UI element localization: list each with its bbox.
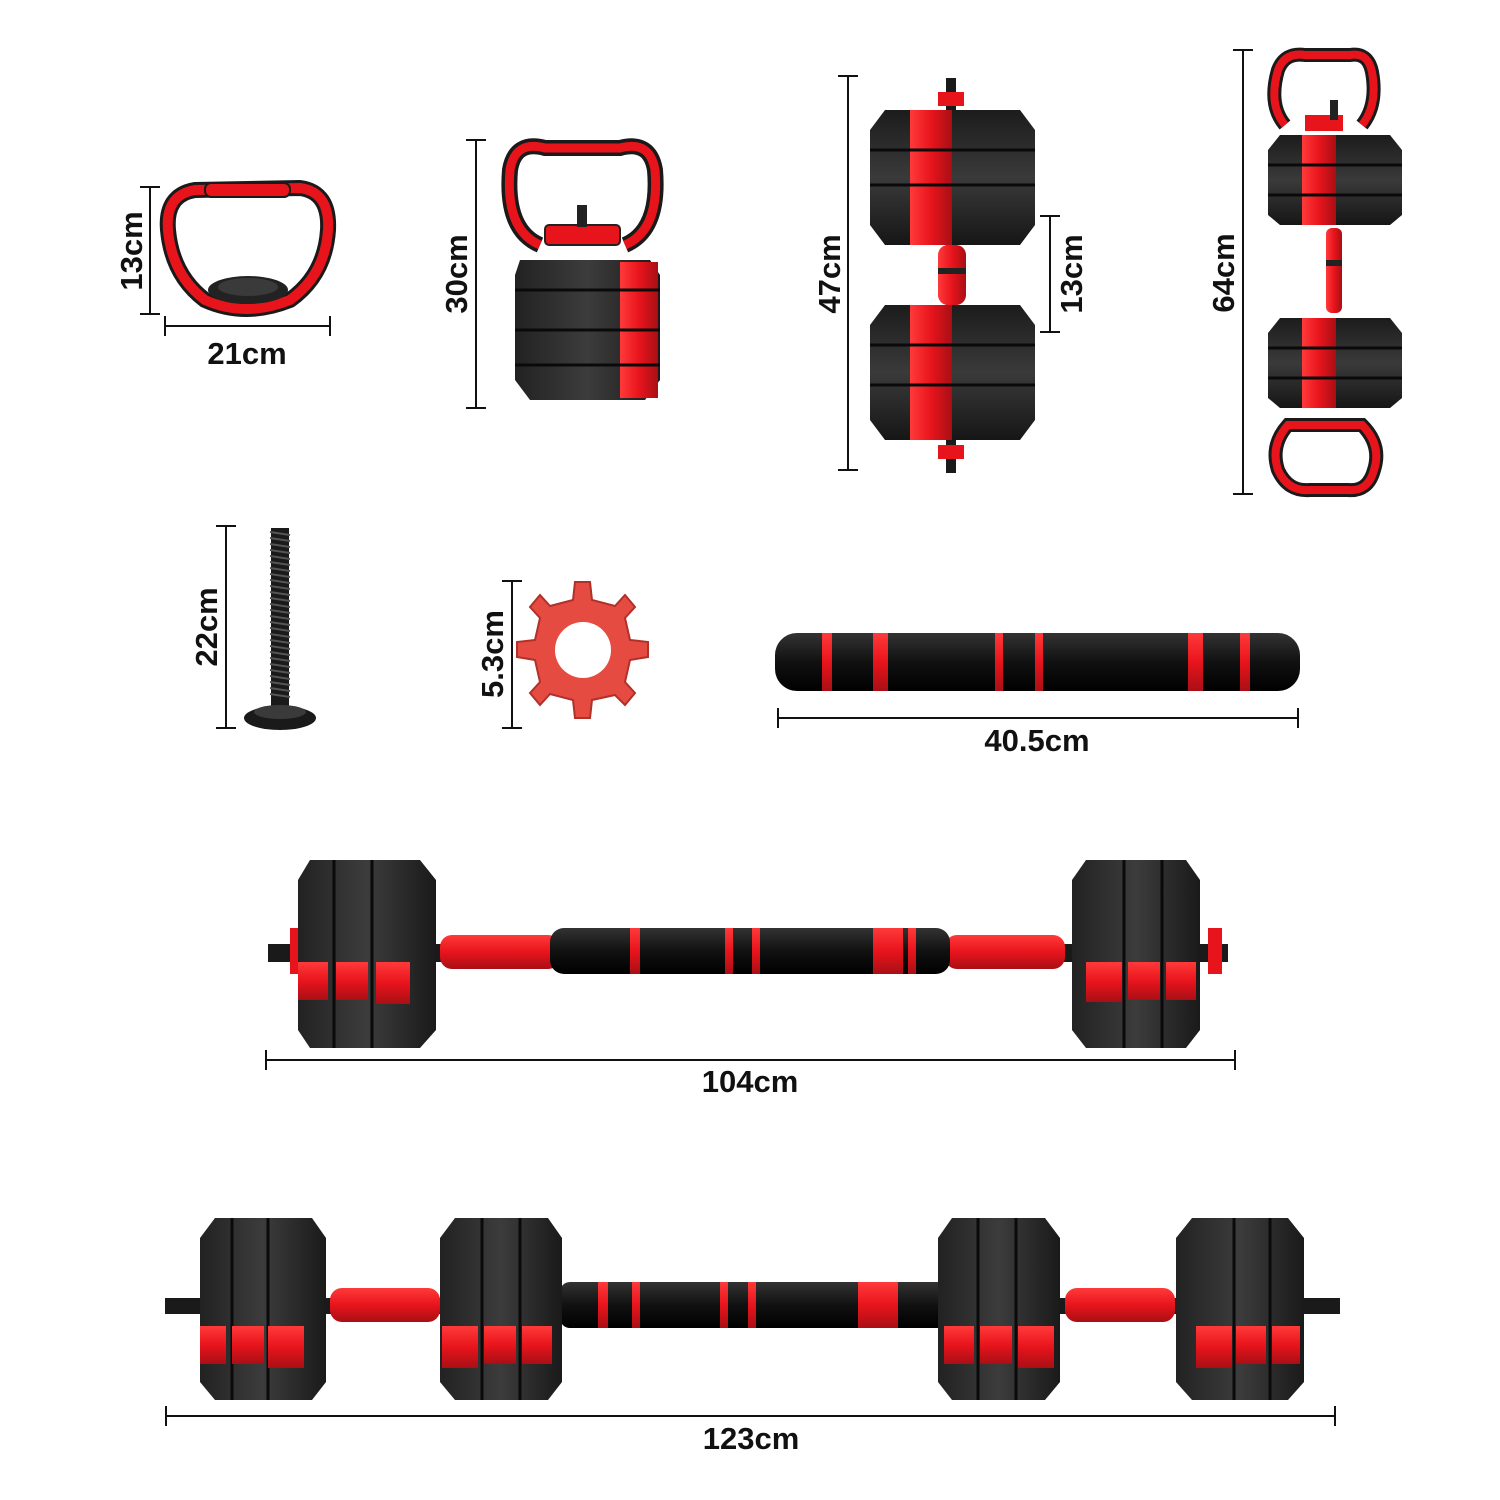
barbell-long [165,1218,1340,1400]
long-barbell-length-label: 123cm [703,1421,800,1456]
dumbbell-vertical [870,78,1035,473]
thread-mark [269,561,291,566]
thread-mark [269,633,291,638]
thread-mark [269,687,291,692]
thread-mark [269,621,291,626]
nut-diameter-label: 5.3cm [475,610,510,698]
thread-mark [269,693,291,698]
lock-nut [516,581,649,719]
thread-mark [269,627,291,632]
thread-mark [269,555,291,560]
thread-mark [269,609,291,614]
handle-width-label: 21cm [207,336,286,371]
thread-mark [269,597,291,602]
connector-length-label: 40.5cm [984,723,1089,758]
thread-mark [269,645,291,650]
thread-mark [269,669,291,674]
kettlebell-handle [159,180,337,317]
thread-mark [269,567,291,572]
dual-kettlebell-length-label: 64cm [1206,233,1241,312]
screw-bar-length-label: 22cm [189,587,224,666]
thread-mark [269,615,291,620]
barbell-short [268,860,1228,1048]
thread-mark [269,675,291,680]
screw-bar [244,528,316,730]
thread-mark [269,651,291,656]
dumbbell-grip-label: 13cm [1054,234,1089,313]
thread-mark [269,585,291,590]
thread-mark [269,579,291,584]
dumbbell-length-label: 47cm [812,234,847,313]
handle-height-label: 13cm [114,211,149,290]
thread-mark [269,531,291,536]
thread-mark [269,603,291,608]
thread-mark [269,591,291,596]
thread-mark [269,537,291,542]
dual-kettlebell-vertical [1267,47,1402,498]
dimension-lines [140,49,1336,1426]
kettlebell [501,138,664,400]
thread-mark [269,657,291,662]
thread-mark [269,543,291,548]
barbell-length-label: 104cm [702,1064,799,1099]
thread-mark [269,573,291,578]
thread-mark [269,663,291,668]
connector-tube [775,633,1300,691]
thread-mark [269,639,291,644]
kettlebell-height-label: 30cm [439,234,474,313]
thread-mark [269,549,291,554]
thread-mark [269,681,291,686]
